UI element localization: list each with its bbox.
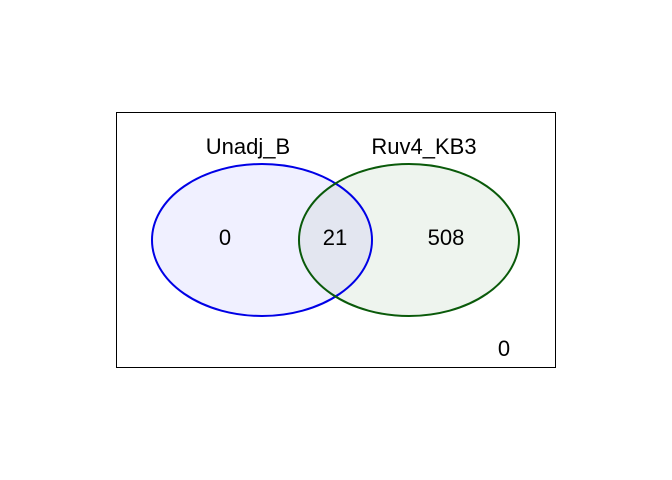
set-b-label: Ruv4_KB3	[371, 134, 476, 159]
count-only-a: 0	[219, 225, 231, 250]
set-b-outline	[298, 163, 520, 317]
count-neither: 0	[498, 336, 510, 361]
set-a-outline	[151, 163, 373, 317]
count-only-b: 508	[428, 225, 465, 250]
universe-box	[116, 112, 556, 368]
set-a-label: Unadj_B	[206, 134, 290, 159]
count-both: 21	[323, 225, 347, 250]
overlap-region	[299, 164, 372, 316]
